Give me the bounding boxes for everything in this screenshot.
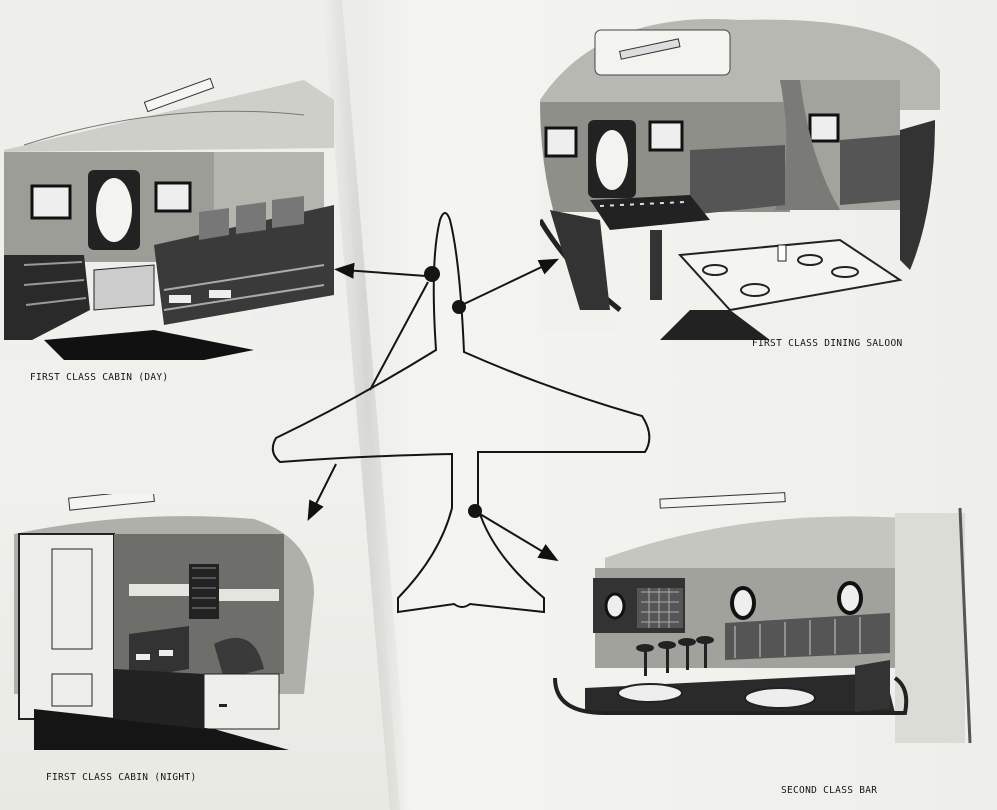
location-marker-dining-saloon [452, 300, 466, 314]
location-marker-second-class-bar [468, 504, 482, 518]
pointer-dining-saloon [463, 258, 560, 305]
caption-first-class-cabin-day: FIRST CLASS CABIN (DAY) [30, 372, 169, 383]
pointer-second-class-bar [479, 513, 559, 562]
illustration-first-class-cabin-day [4, 40, 334, 360]
pointer-cabin-night [312, 281, 429, 512]
aircraft-outline [271, 212, 651, 614]
caption-first-class-cabin-night: FIRST CLASS CABIN (NIGHT) [46, 772, 197, 783]
caption-second-class-bar: SECOND CLASS BAR [781, 785, 878, 796]
location-marker-cabin-day [424, 266, 440, 282]
illustration-first-class-cabin-night [14, 494, 334, 750]
illustration-first-class-dining-saloon [540, 10, 950, 340]
pointer-cabin-day [334, 262, 427, 279]
caption-first-class-dining-saloon: FIRST CLASS DINING SALOON [752, 338, 903, 349]
illustration-second-class-bar [545, 488, 985, 758]
